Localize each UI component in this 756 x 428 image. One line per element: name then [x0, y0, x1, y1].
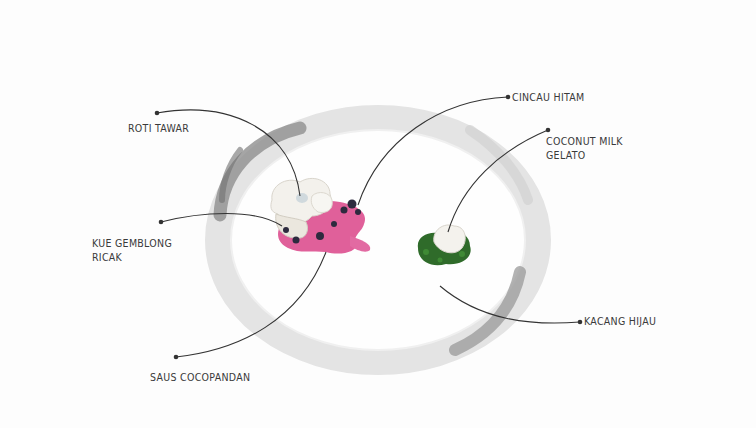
- kue-gemblong: [276, 214, 308, 238]
- sauce-drip: [350, 236, 370, 252]
- part-label: SAUS COCOPANDAN: [150, 370, 250, 384]
- leader-line: [161, 214, 282, 227]
- leader-line: [448, 130, 548, 232]
- part-label: ROTI TAWAR: [128, 121, 189, 135]
- brush-stroke: [470, 130, 528, 200]
- plate-well: [231, 130, 525, 350]
- leader-line: [176, 252, 326, 357]
- leader-dots: [155, 95, 583, 360]
- part-label: KACANG HIJAU: [584, 314, 656, 328]
- part-label: COCONUT MILK GELATO: [546, 134, 634, 162]
- part-label: KUE GEMBLONG RICAK: [92, 236, 184, 264]
- leader-line: [440, 286, 580, 323]
- part-label: CINCAU HITAM: [512, 90, 584, 104]
- plate: [218, 118, 538, 362]
- leader-lines: [157, 97, 580, 357]
- roti-shadow: [296, 193, 308, 203]
- brush-stroke: [455, 272, 520, 350]
- brush-stroke: [222, 150, 240, 200]
- roti-piece: [311, 193, 332, 213]
- coconut-gelato: [434, 225, 465, 253]
- leader-line: [358, 97, 508, 205]
- cincau-hitam: [283, 200, 361, 244]
- plate-rim: [218, 118, 538, 362]
